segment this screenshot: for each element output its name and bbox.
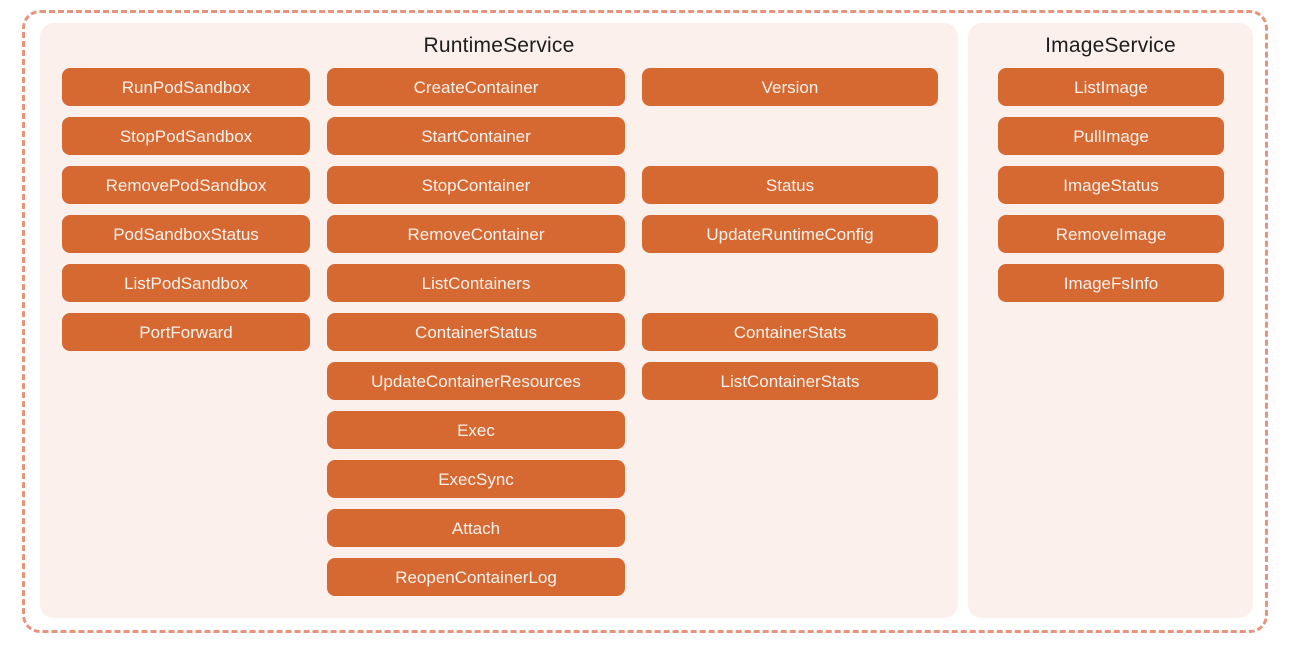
method-box: StartContainer — [327, 117, 625, 155]
method-box: RunPodSandbox — [62, 68, 310, 106]
method-box: ListPodSandbox — [62, 264, 310, 302]
method-box: ContainerStats — [642, 313, 938, 351]
method-box: ListContainerStats — [642, 362, 938, 400]
method-box: RemoveContainer — [327, 215, 625, 253]
image-methods-stack: ListImage PullImage ImageStatus RemoveIm… — [968, 68, 1253, 302]
method-box: Status — [642, 166, 938, 204]
method-box: PodSandboxStatus — [62, 215, 310, 253]
method-box: Attach — [327, 509, 625, 547]
runtime-methods-grid: RunPodSandbox StopPodSandbox RemovePodSa… — [40, 68, 958, 596]
method-box: ExecSync — [327, 460, 625, 498]
cri-boundary-frame — [22, 10, 1268, 633]
method-box: ImageFsInfo — [998, 264, 1224, 302]
method-box: ImageStatus — [998, 166, 1224, 204]
method-box: StopPodSandbox — [62, 117, 310, 155]
method-box: CreateContainer — [327, 68, 625, 106]
image-service-panel: ImageService ListImage PullImage ImageSt… — [968, 23, 1253, 618]
method-box: ContainerStatus — [327, 313, 625, 351]
method-box: ListContainers — [327, 264, 625, 302]
method-box: UpdateRuntimeConfig — [642, 215, 938, 253]
method-box: ListImage — [998, 68, 1224, 106]
method-box: StopContainer — [327, 166, 625, 204]
method-box: RemovePodSandbox — [62, 166, 310, 204]
method-box: Exec — [327, 411, 625, 449]
method-box: ReopenContainerLog — [327, 558, 625, 596]
method-box: PullImage — [998, 117, 1224, 155]
method-box: PortForward — [62, 313, 310, 351]
method-box: RemoveImage — [998, 215, 1224, 253]
method-box: Version — [642, 68, 938, 106]
method-box: UpdateContainerResources — [327, 362, 625, 400]
runtime-service-panel: RuntimeService RunPodSandbox StopPodSand… — [40, 23, 958, 618]
runtime-service-title: RuntimeService — [423, 33, 575, 57]
image-service-title: ImageService — [1045, 33, 1176, 57]
